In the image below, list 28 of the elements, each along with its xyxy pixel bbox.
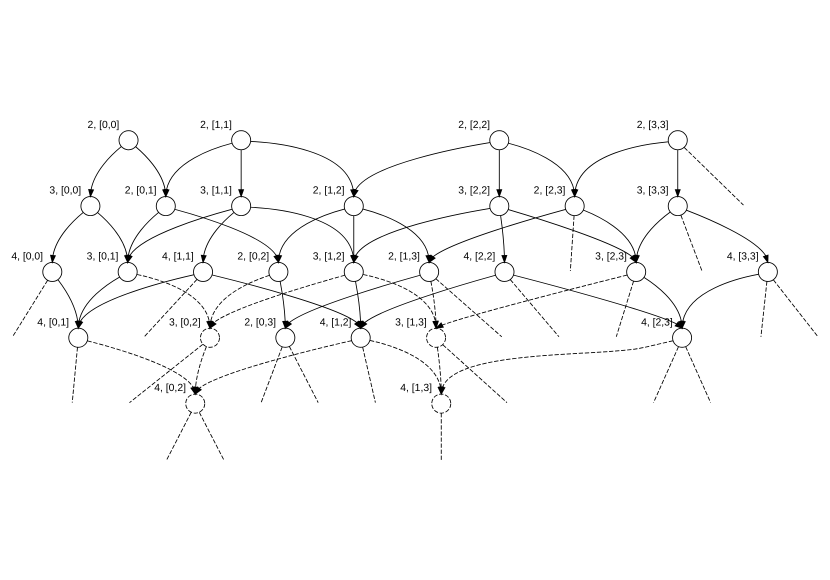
node-label: 4, [1,2] — [320, 317, 352, 328]
node-label: 3, [3,3] — [636, 186, 669, 197]
node-label: 2, [0,0] — [88, 120, 120, 131]
node-label: 2, [1,1] — [200, 120, 232, 131]
node-label: 3, [2,2] — [458, 186, 490, 197]
node-label: 4, [3,3] — [726, 251, 759, 262]
node-label: 4, [0,0] — [11, 251, 44, 262]
node-label: 3, [1,1] — [200, 186, 232, 197]
node-label: 2, [0,3] — [244, 317, 276, 328]
node-label: 3, [1,2] — [312, 251, 345, 262]
node-label: 2, [3,3] — [636, 120, 669, 131]
node-label: 3, [2,3] — [595, 251, 627, 262]
node-label: 3, [0,2] — [168, 317, 201, 328]
node-label: 2, [2,2] — [458, 120, 490, 131]
node-label: 4, [1,3] — [400, 383, 432, 394]
node-label: 3, [1,3] — [395, 317, 427, 328]
node-label: 3, [0,1] — [86, 251, 118, 262]
node-label: 2, [0,1] — [124, 186, 157, 197]
node-label: 4, [1,1] — [162, 251, 194, 262]
node-label: 4, [2,2] — [464, 251, 496, 262]
node-label: 2, [0,2] — [237, 251, 270, 262]
node-label: 4, [2,3] — [641, 317, 673, 328]
node-label: 2, [2,3] — [534, 186, 566, 197]
node-label: 4, [0,2] — [154, 383, 186, 394]
node-label: 2, [1,2] — [312, 186, 345, 197]
node-label: 4, [0,1] — [37, 317, 70, 328]
node-label: 2, [1,3] — [388, 251, 420, 262]
node-label: 3, [0,0] — [49, 186, 82, 197]
